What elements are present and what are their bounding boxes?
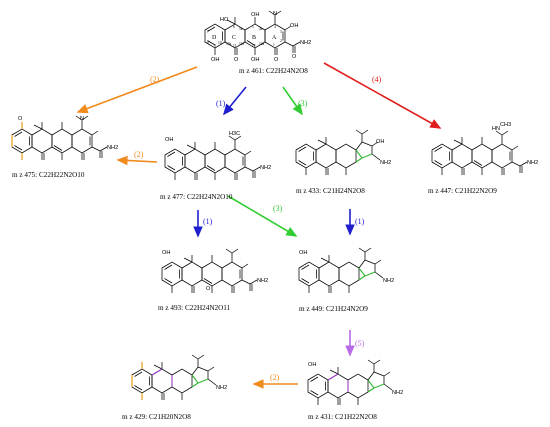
arrow-parent-to-433 xyxy=(282,86,303,116)
svg-text:N: N xyxy=(273,11,277,17)
mz-label-461: m z 461: C22H24N2O8 xyxy=(239,67,308,75)
svg-text:O: O xyxy=(274,57,279,63)
arrow-477-to-449 xyxy=(227,195,298,237)
step-label-parent-to-447: (4) xyxy=(372,75,382,84)
mz-label-431: m z 431: C21H22N2O8 xyxy=(308,413,377,421)
structure-475: O N NH2 m z 475: C22H22N2O10 xyxy=(11,115,118,179)
svg-text:10: 10 xyxy=(218,41,222,45)
quinone-marker-429 xyxy=(131,362,143,400)
svg-text:11a: 11a xyxy=(239,42,244,46)
structure-493: OH O NH2 m z 493: C22H24N2O11 xyxy=(158,248,268,312)
mz-label-447: m z 447: C21H22N2O9 xyxy=(428,187,497,195)
step-label-parent-to-433: (3) xyxy=(298,99,308,108)
svg-text:10a: 10a xyxy=(226,42,232,46)
svg-text:OH: OH xyxy=(251,12,259,18)
svg-text:OH: OH xyxy=(165,137,173,143)
svg-text:OH: OH xyxy=(162,250,170,256)
svg-text:HO: HO xyxy=(220,17,229,23)
mz-label-477: m z 477: C22H24N2O10 xyxy=(160,193,233,201)
svg-text:O: O xyxy=(206,286,211,292)
step-label-parent-to-475: (2) xyxy=(150,75,160,84)
svg-text:2: 2 xyxy=(280,39,282,43)
svg-text:3: 3 xyxy=(280,30,282,34)
svg-text:C: C xyxy=(232,35,236,41)
svg-text:O: O xyxy=(292,54,297,60)
mz-label-475: m z 475: C22H22N2O10 xyxy=(12,171,85,179)
svg-text:NH2: NH2 xyxy=(527,160,538,166)
arrow-477-to-475 xyxy=(116,155,158,166)
svg-text:N: N xyxy=(80,116,84,122)
aromatic-marker xyxy=(327,373,349,392)
pathway-arrows: (2) (1) (3) (4) (2) (1) (3) (1) (5) (2) xyxy=(76,62,442,389)
svg-text:1: 1 xyxy=(273,43,275,47)
structure-449: OH NH2 m z 449: C21H24N2O9 xyxy=(298,247,394,313)
ring-labels: D C B A xyxy=(212,35,277,41)
svg-text:O: O xyxy=(18,116,23,122)
svg-text:OH: OH xyxy=(251,57,259,63)
svg-text:OH: OH xyxy=(211,57,219,63)
svg-text:NH2: NH2 xyxy=(216,385,227,391)
svg-text:NH2: NH2 xyxy=(392,390,403,396)
step-label-477-to-493: (1) xyxy=(203,217,213,226)
svg-text:B: B xyxy=(252,35,256,41)
svg-text:5: 5 xyxy=(252,25,254,29)
mz-label-449: m z 449: C21H24N2O9 xyxy=(299,305,368,313)
mz-label-429: m z 429: C21H20N2O8 xyxy=(122,413,191,421)
svg-text:6: 6 xyxy=(233,25,235,29)
svg-text:HN: HN xyxy=(492,126,500,132)
step-label-433-to-449: (1) xyxy=(355,217,365,226)
svg-text:H3C: H3C xyxy=(229,131,240,137)
step-label-parent-to-477: (1) xyxy=(216,99,226,108)
aromatic-marker-429 xyxy=(151,368,173,387)
position-labels: 7 8 9 10 10a 11 11a 12 12a 4a 5 5a 6 4 3… xyxy=(207,25,282,48)
svg-text:NH2: NH2 xyxy=(260,165,271,171)
structure-429: NH2 m z 429: C21H20N2O8 xyxy=(122,354,227,421)
svg-text:9: 9 xyxy=(214,44,216,48)
svg-text:A: A xyxy=(272,35,277,41)
svg-text:12a: 12a xyxy=(259,42,265,46)
svg-text:CH3: CH3 xyxy=(500,122,511,128)
arrow-parent-to-475 xyxy=(76,66,198,114)
svg-text:D: D xyxy=(212,35,217,41)
svg-text:4a: 4a xyxy=(259,27,263,31)
mz-label-493: m z 493: C22H24N2O11 xyxy=(158,304,231,312)
svg-text:NH2: NH2 xyxy=(383,278,394,284)
svg-text:NH2: NH2 xyxy=(107,145,118,151)
step-label-431-to-429: (2) xyxy=(270,373,280,382)
structure-477: OH H3C NH2 m z 477: C22H24N2O10 xyxy=(160,131,271,201)
structure-447: HN CH3 NH2 m z 447: C21H22N2O9 xyxy=(428,122,538,195)
svg-text:OH: OH xyxy=(290,23,298,29)
svg-text:NH2: NH2 xyxy=(380,160,391,166)
step-label-477-to-449: (3) xyxy=(273,204,283,213)
mz-label-433: m z 433: C21H24N2O8 xyxy=(296,187,365,195)
step-label-477-to-475: (2) xyxy=(134,150,144,159)
svg-text:8: 8 xyxy=(207,41,209,45)
structure-433: OH NH2 m z 433: C21H24N2O8 xyxy=(295,129,391,195)
svg-text:OH: OH xyxy=(376,139,384,145)
structure-parent-461: D C B A 7 8 9 10 10a 11 11a 12 12a 4a 5 … xyxy=(204,10,311,75)
arrow-parent-to-447 xyxy=(323,62,442,129)
svg-text:11: 11 xyxy=(233,44,237,48)
svg-text:OH: OH xyxy=(308,362,316,368)
quinone-marker xyxy=(11,122,23,160)
svg-text:5a: 5a xyxy=(239,27,243,31)
structure-431: OH NH2 m z 431: C21H22N2O8 xyxy=(307,359,403,421)
svg-text:12: 12 xyxy=(252,44,256,48)
svg-text:4: 4 xyxy=(274,25,276,29)
svg-text:OH: OH xyxy=(299,250,307,256)
svg-text:NH2: NH2 xyxy=(257,278,268,284)
svg-text:7: 7 xyxy=(207,30,209,34)
svg-text:O: O xyxy=(234,57,239,63)
svg-text:NH2: NH2 xyxy=(300,40,311,46)
step-label-449-to-431: (5) xyxy=(355,339,365,348)
arrow-parent-to-477 xyxy=(222,86,247,116)
